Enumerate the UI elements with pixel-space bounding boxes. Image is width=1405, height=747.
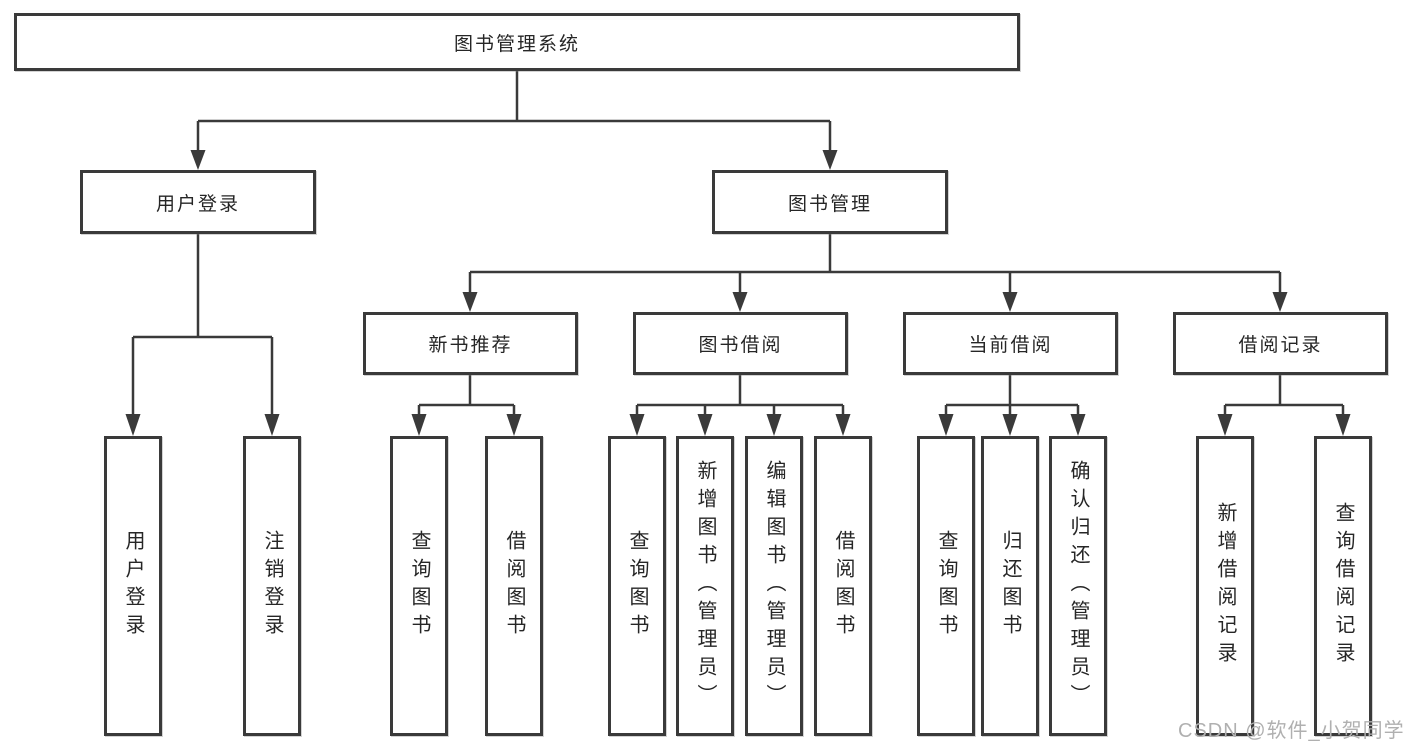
node-current-borrow: 当前借阅 — [903, 312, 1118, 375]
node-new-book-recommend: 新书推荐 — [363, 312, 578, 375]
node-borrow-records: 借阅记录 — [1173, 312, 1388, 375]
node-add-borrow-record: 新增借阅记录 — [1196, 436, 1254, 736]
node-user-login: 用户登录 — [80, 170, 316, 234]
node-book-management: 图书管理 — [712, 170, 948, 234]
node-user-login-action: 用户登录 — [104, 436, 162, 736]
node-add-book-admin: 新增图书（管理员） — [676, 436, 734, 736]
node-confirm-return-admin: 确认归还（管理员） — [1049, 436, 1107, 736]
node-return-book: 归还图书 — [981, 436, 1039, 736]
node-query-books-current: 查询图书 — [917, 436, 975, 736]
node-query-books-borrow: 查询图书 — [608, 436, 666, 736]
node-logout: 注销登录 — [243, 436, 301, 736]
node-book-borrow: 图书借阅 — [633, 312, 848, 375]
watermark-text: CSDN @软件_小贺同学 — [1178, 720, 1405, 742]
node-root: 图书管理系统 — [14, 13, 1020, 71]
node-edit-book-admin: 编辑图书（管理员） — [745, 436, 803, 736]
node-borrow-books-borrow: 借阅图书 — [814, 436, 872, 736]
node-query-borrow-record: 查询借阅记录 — [1314, 436, 1372, 736]
node-borrow-books-recommend: 借阅图书 — [485, 436, 543, 736]
node-query-books-recommend: 查询图书 — [390, 436, 448, 736]
